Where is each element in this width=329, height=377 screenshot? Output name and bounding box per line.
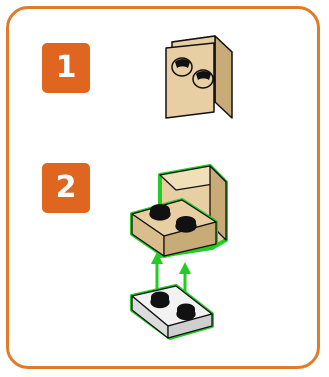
step-1-badge: 1 — [42, 43, 90, 93]
stud-icon — [192, 69, 214, 89]
stud-icon — [171, 57, 193, 77]
stud-icon — [150, 291, 170, 309]
stud-icon — [149, 204, 171, 221]
stud-icon — [176, 303, 196, 321]
stud-icon — [175, 216, 197, 233]
white-plate-1x2-icon — [130, 284, 214, 340]
bracket-with-white-plate-icon — [130, 164, 228, 258]
tan-bracket-1x2-icon — [165, 35, 233, 119]
step-2-badge: 2 — [42, 163, 90, 213]
